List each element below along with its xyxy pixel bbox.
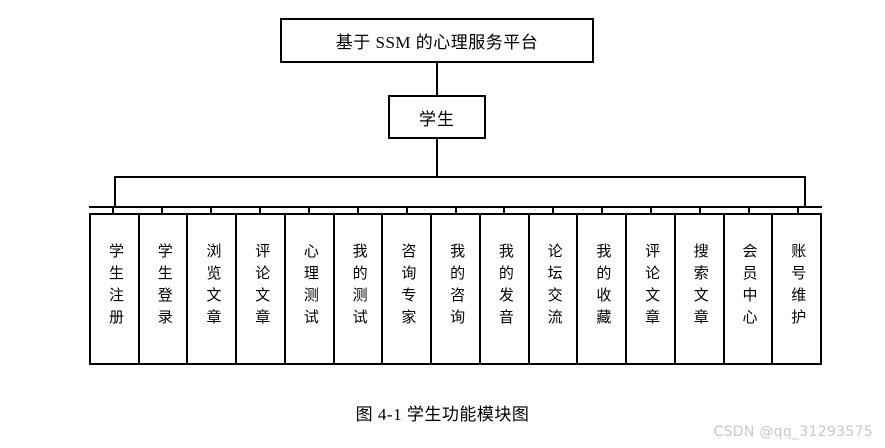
leaf-node: 咨询专家 [381,213,431,365]
actor-node-student: 学生 [388,95,486,139]
leaf-node-label: 搜索文章 [691,243,708,331]
figure-caption: 图 4-1 学生功能模块图 [355,405,530,424]
connector-leaf-stub [307,206,310,214]
leaf-node-label: 会员中心 [740,243,757,331]
leaf-node-label: 我的咨询 [448,243,465,331]
root-node-label: 基于 SSM 的心理服务平台 [335,33,539,52]
leaf-node: 搜索文章 [673,213,723,365]
leaf-node: 学生注册 [89,213,138,365]
connector-leaf-stub [210,206,213,214]
leaf-node: 浏览文章 [186,213,236,365]
leaf-node-label: 论坛交流 [545,243,562,331]
leaf-node-label: 学生注册 [106,243,123,331]
connector-root-to-actor [436,63,438,95]
root-node-platform: 基于 SSM 的心理服务平台 [280,18,594,63]
actor-node-label: 学生 [419,109,455,129]
leaf-node: 会员中心 [722,213,772,365]
connector-leaf-stub [698,206,701,214]
leaf-node-label: 学生登录 [155,243,172,331]
leaf-node: 评论文章 [235,213,284,365]
connector-actor-to-bus [436,139,438,177]
leaf-node: 心理测试 [283,213,333,365]
leaf-node: 我的测试 [332,213,382,365]
leaf-node-label: 评论文章 [253,243,270,331]
leaf-node-row: 学生注册 学生登录 浏览文章 评论文章 心理测试 我的测试 咨询专家 我的咨询 我的发音 论坛交流… [89,213,823,365]
connector-bus-right-drop [804,176,806,208]
leaf-node-label: 评论文章 [643,243,660,331]
connector-leaf-stub [405,206,408,214]
connector-leaf-stub [356,206,359,214]
leaf-node: 学生登录 [137,213,187,365]
connector-leaf-stub [503,206,506,214]
connector-leaf-stub [747,206,750,214]
connector-leaf-stub [259,206,262,214]
connector-bus-left-drop [114,176,116,208]
leaf-node: 我的收藏 [576,213,626,365]
leaf-node-label: 浏览文章 [204,243,221,331]
connector-leaf-stub [552,206,555,214]
connector-leaf-stub [454,206,457,214]
connector-bus-upper [114,176,806,178]
leaf-node: 我的发音 [478,213,528,365]
leaf-node: 我的咨询 [430,213,479,365]
leaf-node: 论坛交流 [527,213,577,365]
leaf-node-label: 我的测试 [350,243,367,331]
leaf-node-label: 咨询专家 [399,243,416,331]
connector-leaf-stub [601,206,604,214]
leaf-node: 评论文章 [625,213,674,365]
leaf-node: 账号维护 [771,213,823,365]
leaf-node-label: 心理测试 [301,243,318,331]
connector-leaf-stub [161,206,164,214]
leaf-node-label: 账号维护 [789,243,806,331]
csdn-watermark: CSDN @qq_31293575 [713,424,873,440]
connector-leaf-stub [796,206,799,214]
connector-leaf-stub [112,206,115,214]
connector-leaf-stub [649,206,652,214]
leaf-node-label: 我的收藏 [594,243,611,331]
leaf-node-label: 我的发音 [496,243,513,331]
